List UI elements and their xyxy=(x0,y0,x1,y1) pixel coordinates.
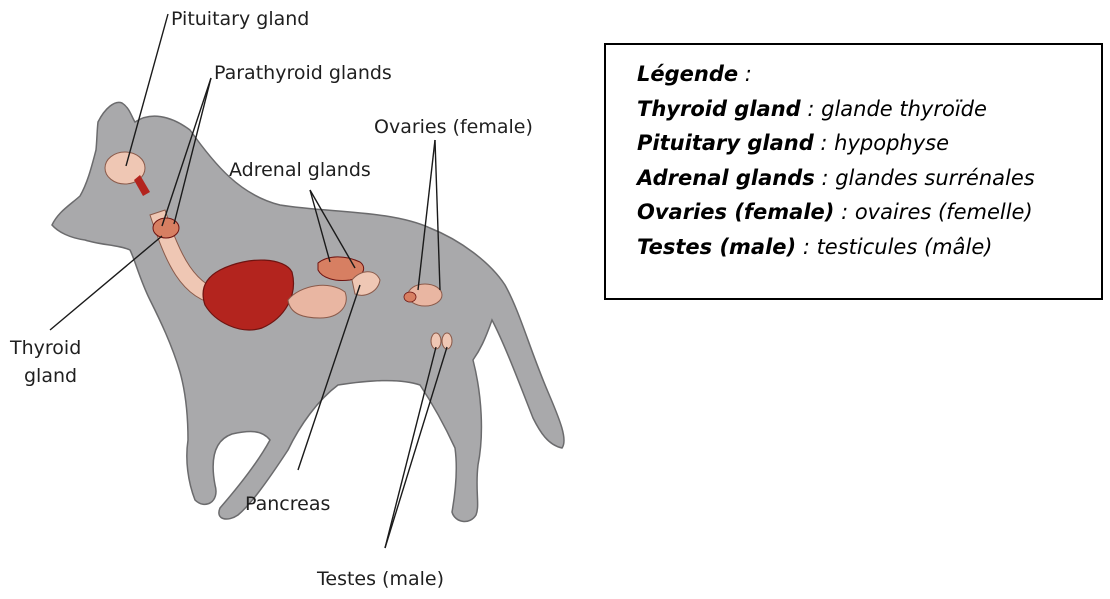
label-testes: Testes (male) xyxy=(316,568,444,590)
legend-row-adrenal: Adrenal glands : glandes surrénales xyxy=(637,161,1101,196)
legend-title: Légende xyxy=(637,62,738,86)
legend-term: Adrenal glands xyxy=(637,166,815,190)
label-pituitary: Pituitary gland xyxy=(171,8,309,30)
legend-term: Ovaries (female) xyxy=(637,200,834,224)
legend-term: Thyroid gland xyxy=(637,97,801,121)
label-adrenal: Adrenal glands xyxy=(229,159,371,181)
testis-right xyxy=(442,333,452,349)
legend-translation: glandes surrénales xyxy=(835,166,1035,190)
label-thyroid-line1: Thyroid xyxy=(9,337,81,359)
legend-row-testes: Testes (male) : testicules (mâle) xyxy=(637,230,1101,265)
legend-row-ovaries: Ovaries (female) : ovaires (femelle) xyxy=(637,195,1101,230)
legend-term: Testes (male) xyxy=(637,235,796,259)
legend-sep: : xyxy=(796,235,816,259)
legend-row-thyroid: Thyroid gland : glande thyroïde xyxy=(637,92,1101,127)
legend-translation: glande thyroïde xyxy=(821,97,987,121)
dog-endocrine-diagram: Pituitary gland Parathyroid glands Ovari… xyxy=(0,0,600,599)
legend-term: Pituitary gland xyxy=(637,131,814,155)
legend-title-row: Légende : xyxy=(637,57,1101,92)
legend-sep: : xyxy=(801,97,821,121)
ovary-small xyxy=(404,292,416,302)
testis-left xyxy=(431,333,441,349)
legend-title-suffix: : xyxy=(738,62,752,86)
legend-sep: : xyxy=(814,131,834,155)
legend-translation: hypophyse xyxy=(834,131,949,155)
legend-box: Légende : Thyroid gland : glande thyroïd… xyxy=(604,43,1103,300)
legend-row-pituitary: Pituitary gland : hypophyse xyxy=(637,126,1101,161)
label-thyroid-line2: gland xyxy=(24,365,77,387)
label-pancreas: Pancreas xyxy=(245,493,330,515)
label-ovaries: Ovaries (female) xyxy=(374,116,533,138)
legend-translation: ovaires (femelle) xyxy=(855,200,1033,224)
label-parathyroid: Parathyroid glands xyxy=(214,62,392,84)
legend-sep: : xyxy=(834,200,854,224)
legend-translation: testicules (mâle) xyxy=(817,235,993,259)
legend-sep: : xyxy=(815,166,835,190)
